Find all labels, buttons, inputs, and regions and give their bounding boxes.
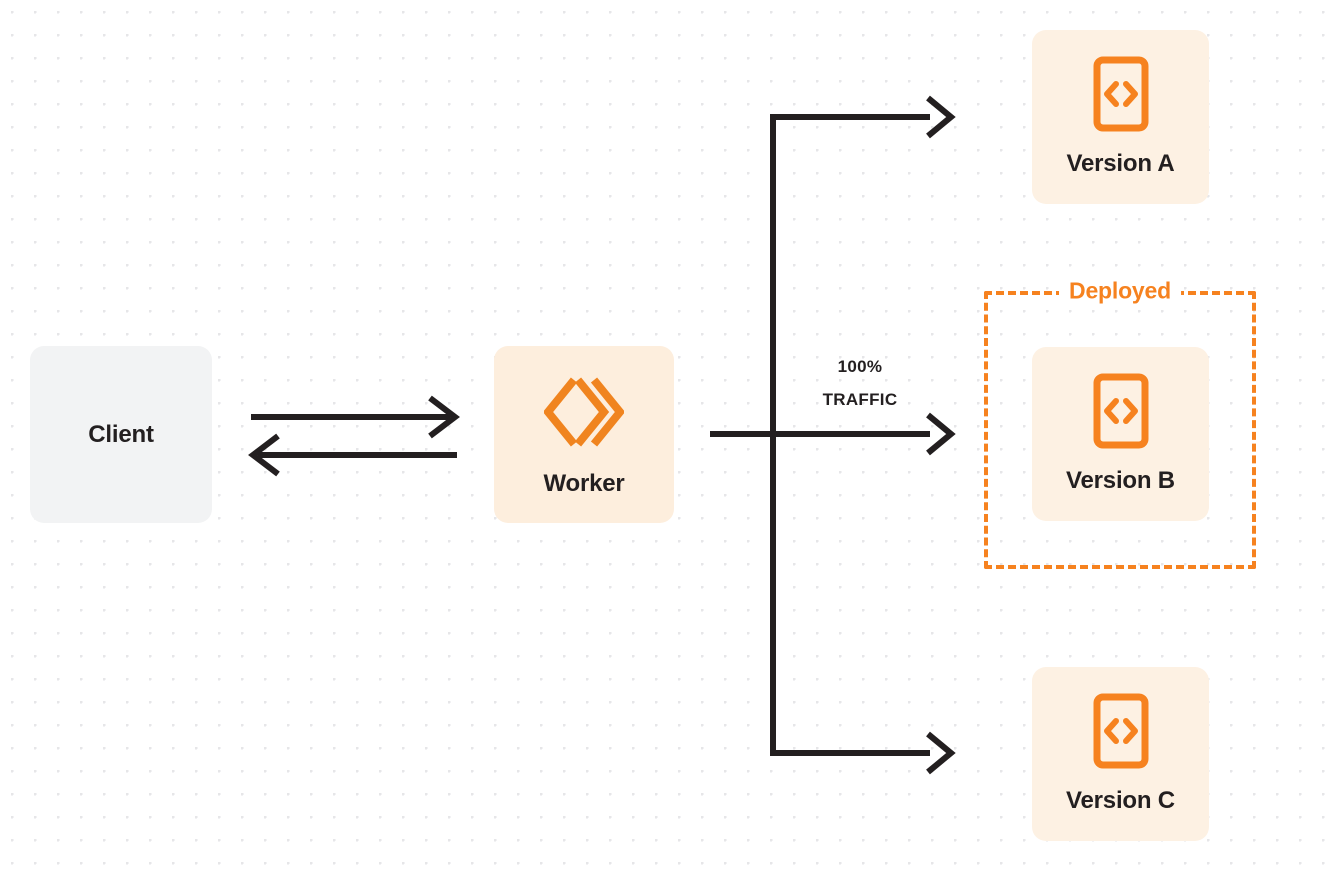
edge-trunk-to-version-b <box>926 412 956 456</box>
node-version-a-label: Version A <box>1066 150 1175 177</box>
cloudflare-workers-logo-icon <box>544 372 624 452</box>
traffic-word: TRAFFIC <box>822 390 898 410</box>
traffic-percent-value: 100% <box>837 357 883 376</box>
code-document-icon <box>1092 56 1150 132</box>
edge-worker-to-versions-trunk <box>710 117 930 753</box>
node-version-c-label: Version C <box>1066 787 1175 814</box>
node-version-c[interactable]: Version C <box>1032 667 1209 841</box>
node-version-b[interactable]: Version B <box>1032 347 1209 521</box>
node-client-label: Client <box>88 420 154 448</box>
edge-client-to-worker-request <box>251 395 460 439</box>
edge-trunk-to-version-a <box>770 95 956 139</box>
deployed-group-region: Deployed <box>984 277 1256 569</box>
edge-worker-to-client-response <box>248 433 457 477</box>
code-document-icon <box>1092 693 1150 769</box>
edge-trunk-to-version-c <box>770 731 956 775</box>
code-document-icon <box>1092 373 1150 449</box>
traffic-percentage-label: 100% TRAFFIC <box>795 350 925 416</box>
node-version-a[interactable]: Version A <box>1032 30 1209 204</box>
node-worker-label: Worker <box>543 469 625 497</box>
node-worker[interactable]: Worker <box>494 346 674 523</box>
node-version-b-label: Version B <box>1066 467 1175 494</box>
node-client[interactable]: Client <box>30 346 212 523</box>
deployed-group-label: Deployed <box>1059 277 1181 305</box>
